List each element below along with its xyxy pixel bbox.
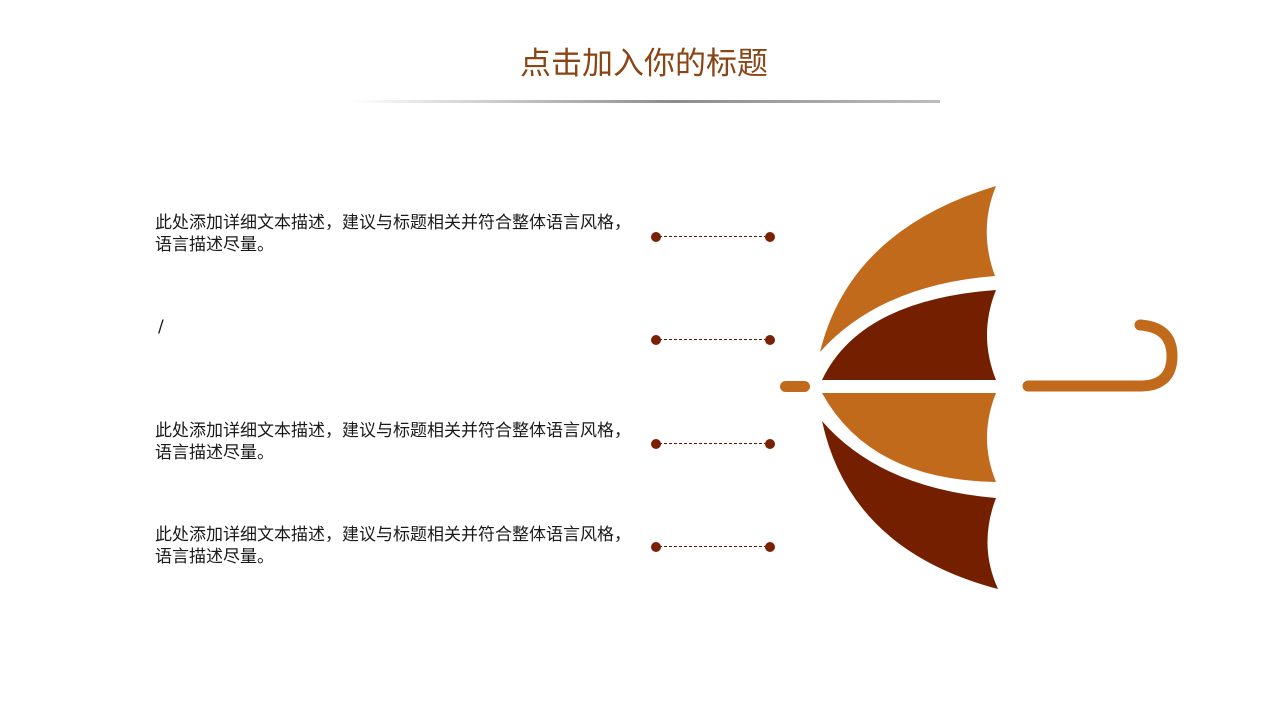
dashed-line [659,236,767,237]
connector-dot-icon [765,232,775,242]
connector-dot-icon [651,439,661,449]
slide-title[interactable]: 点击加入你的标题 [520,46,768,82]
connector-dot-icon [651,335,661,345]
item-text-1[interactable]: 此处添加详细文本描述，建议与标题相关并符合整体语言风格，语言描述尽量。 [155,213,631,255]
connector-dot-icon [765,439,775,449]
title-divider [350,100,940,103]
connector-dot-icon [765,335,775,345]
connector-dot-icon [765,542,775,552]
umbrella-icon [780,186,1178,589]
dashed-line [659,443,767,444]
connector-dot-icon [651,542,661,552]
dashed-line [659,546,767,547]
connector-dot-icon [651,232,661,242]
connector-2 [651,335,775,345]
connector-4 [651,542,775,552]
dashed-line [659,339,767,340]
item-text-3[interactable]: 此处添加详细文本描述，建议与标题相关并符合整体语言风格，语言描述尽量。 [155,421,631,463]
item-text-2[interactable]: / [158,317,164,337]
connector-3 [651,439,775,449]
item-text-4[interactable]: 此处添加详细文本描述，建议与标题相关并符合整体语言风格，语言描述尽量。 [155,525,631,567]
connector-1 [651,232,775,242]
